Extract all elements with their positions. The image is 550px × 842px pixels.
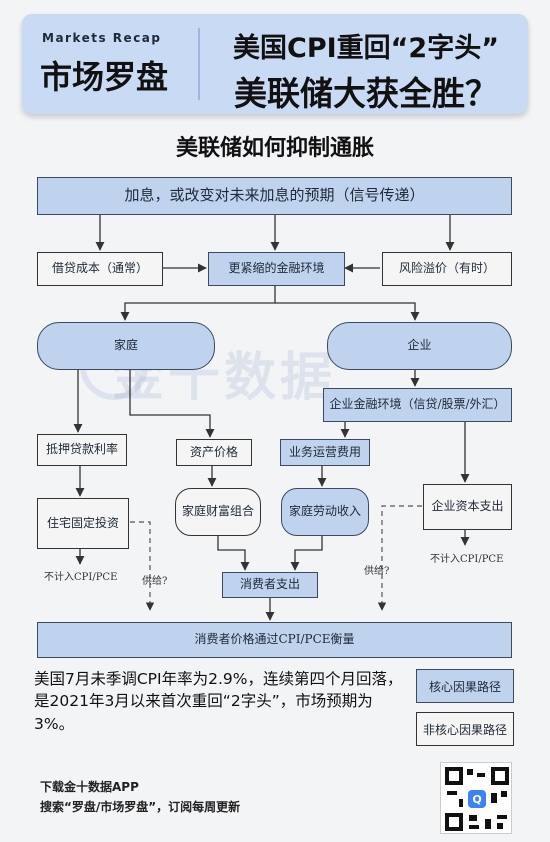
header-divider <box>198 28 200 100</box>
business-financial-env-label: 企业金融环境（信贷/股票/外汇） <box>329 397 506 412</box>
legend-core-path: 核心因果路径 <box>416 669 514 703</box>
qr-brand-icon: Q <box>468 790 486 808</box>
node-rate-hike: 加息，或改变对未来加息的预期（信号传递） <box>37 177 512 215</box>
brand-subtitle: Markets Recap <box>42 31 162 45</box>
note-supply-right: 供给? <box>364 566 390 577</box>
legend-noncore-path: 非核心因果路径 <box>416 712 514 746</box>
node-household-wealth: 家庭财富组合 <box>175 488 261 536</box>
node-operating-costs: 业务运营费用 <box>280 439 370 466</box>
summary-text: 美国7月未季调CPI年率为2.9%，连续第四个月回落，是2021年3月以来首次重… <box>34 670 403 733</box>
headline-line-1: 美国CPI重回“2字头” <box>233 33 499 64</box>
diagram-title: 美联储如何抑制通胀 <box>175 135 374 161</box>
node-business-financial-env: 企业金融环境（信贷/股票/外汇） <box>323 388 512 422</box>
node-households: 家庭 <box>37 322 215 370</box>
qr-code[interactable]: Q <box>440 762 512 834</box>
node-risk-premium: 风险溢价（有时） <box>382 252 512 286</box>
node-mortgage-rates: 抵押贷款利率 <box>37 434 127 466</box>
node-tighter-financial-conditions: 更紧缩的金融环境 <box>208 252 345 286</box>
node-business-capex: 企业资本支出 <box>423 484 512 530</box>
node-cpi-measure: 消费者价格通过CPI/PCE衡量 <box>37 622 512 658</box>
node-borrowing-cost: 借贷成本（通常） <box>37 252 163 286</box>
brand-title: 市场罗盘 <box>40 58 169 96</box>
node-asset-prices: 资产价格 <box>176 439 252 466</box>
note-not-in-cpi-left: 不计入CPI/PCE <box>44 572 118 583</box>
note-supply-left: 供给? <box>142 576 168 587</box>
node-business: 企业 <box>327 322 512 370</box>
footer-search: 搜索“罗盘/市场罗盘”，订阅每周更新 <box>40 800 241 814</box>
footer-download: 下载金十数据APP <box>40 780 139 794</box>
header-banner: Markets Recap 市场罗盘 美国CPI重回“2字头” 美联储大获全胜？ <box>22 14 528 114</box>
headline-line-2: 美联储大获全胜？ <box>234 74 498 113</box>
node-consumer-spending: 消费者支出 <box>222 572 318 598</box>
note-not-in-cpi-right: 不计入CPI/PCE <box>430 554 504 565</box>
node-residential-investment: 住宅固定投资 <box>37 498 129 549</box>
node-household-labor-income: 家庭劳动收入 <box>281 488 369 536</box>
